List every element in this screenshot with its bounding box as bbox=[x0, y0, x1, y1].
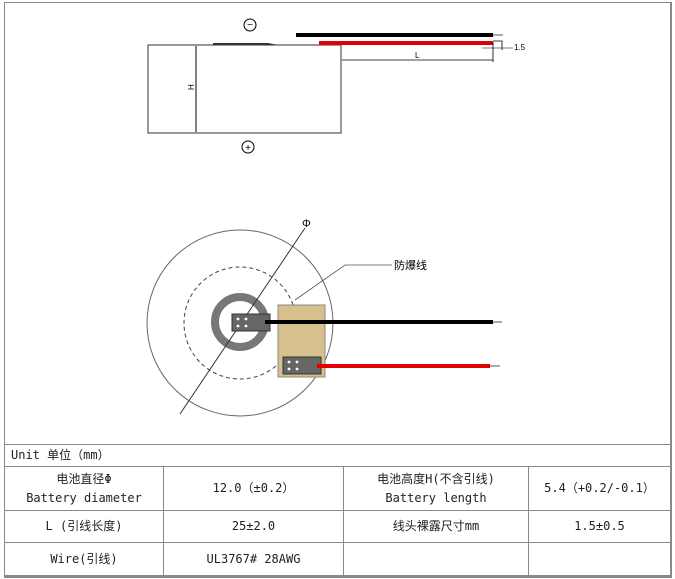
diameter-label-en: Battery diameter bbox=[26, 490, 142, 505]
strip-length-label: 线头裸露尺寸mm bbox=[343, 510, 529, 543]
wire-value: UL3767# 28AWG bbox=[163, 542, 344, 576]
lead-length-value: 25±2.0 bbox=[163, 510, 344, 543]
side-view: H − + L 1.5 bbox=[147, 18, 526, 154]
negative-terminal-icon bbox=[243, 18, 257, 32]
diameter-value: 12.0（±0.2） bbox=[163, 466, 344, 511]
height-label: H bbox=[187, 84, 196, 90]
height-label-cell: 电池高度H(不含引线) Battery length bbox=[343, 466, 529, 511]
frame bbox=[4, 2, 672, 578]
spec-table: Unit 单位（mm） 电池直径Φ Battery diameter 12.0（±… bbox=[4, 444, 671, 576]
height-label-en: Battery length bbox=[385, 490, 487, 505]
top-tab bbox=[213, 43, 278, 45]
diameter-symbol: Φ bbox=[302, 218, 311, 230]
fuse-label: 防爆线 bbox=[394, 258, 427, 272]
empty-cell bbox=[528, 542, 671, 576]
lead-length-label: L (引线长度) bbox=[4, 510, 164, 543]
battery-drawing: H − + L 1.5 Φ 防爆线 bbox=[146, 18, 526, 417]
wire-label: Wire(引线) bbox=[4, 542, 164, 576]
fuse-leader-line bbox=[294, 264, 392, 301]
negative-tab bbox=[231, 313, 271, 332]
height-label-cn: 电池高度H(不含引线) bbox=[377, 471, 495, 486]
diameter-label-cn: 电池直径Φ bbox=[56, 471, 112, 486]
positive-symbol: + bbox=[245, 143, 251, 154]
positive-terminal-icon bbox=[241, 140, 255, 154]
strip-length-label: 1.5 bbox=[514, 43, 526, 52]
positive-tab bbox=[282, 356, 322, 375]
empty-cell bbox=[343, 542, 529, 576]
negative-symbol: − bbox=[247, 20, 253, 31]
strip-length-value: 1.5±0.5 bbox=[528, 510, 671, 543]
unit-label: Unit 单位（mm） bbox=[4, 444, 671, 467]
top-view: Φ 防爆线 bbox=[146, 218, 502, 417]
length-label: L bbox=[415, 51, 420, 60]
diameter-label: 电池直径Φ Battery diameter bbox=[4, 466, 164, 511]
battery-body bbox=[147, 44, 342, 134]
height-value: 5.4（+0.2/-0.1） bbox=[528, 466, 671, 511]
